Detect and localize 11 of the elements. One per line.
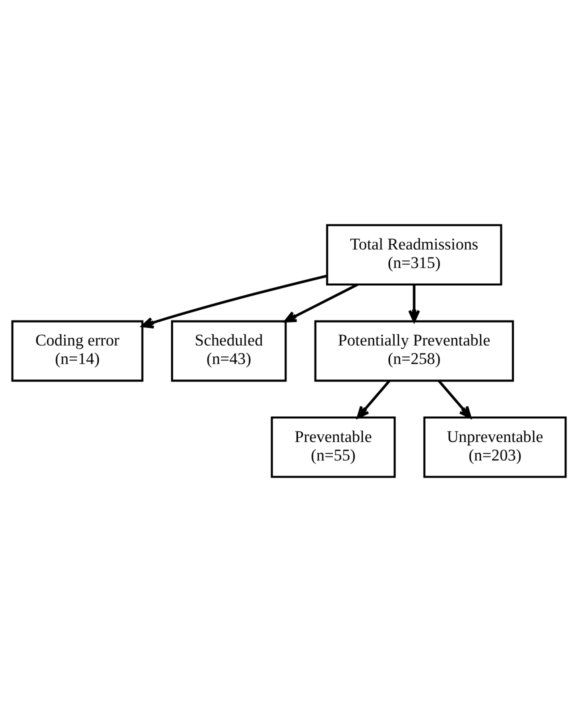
arrow bbox=[284, 282, 358, 322]
node-box: Coding error (n=14) bbox=[11, 320, 144, 382]
node-box: Potentially Preventable (n=258) bbox=[314, 320, 514, 382]
node-box: Unpreventable (n=203) bbox=[423, 416, 567, 478]
node-box: Scheduled (n=43) bbox=[171, 320, 287, 382]
arrow bbox=[408, 284, 420, 322]
arrow bbox=[438, 379, 472, 418]
arrow bbox=[141, 274, 328, 328]
node-box: Total Readmissions (n=315) bbox=[326, 224, 502, 285]
node-box: Preventable (n=55) bbox=[270, 416, 396, 478]
arrow bbox=[356, 379, 390, 418]
